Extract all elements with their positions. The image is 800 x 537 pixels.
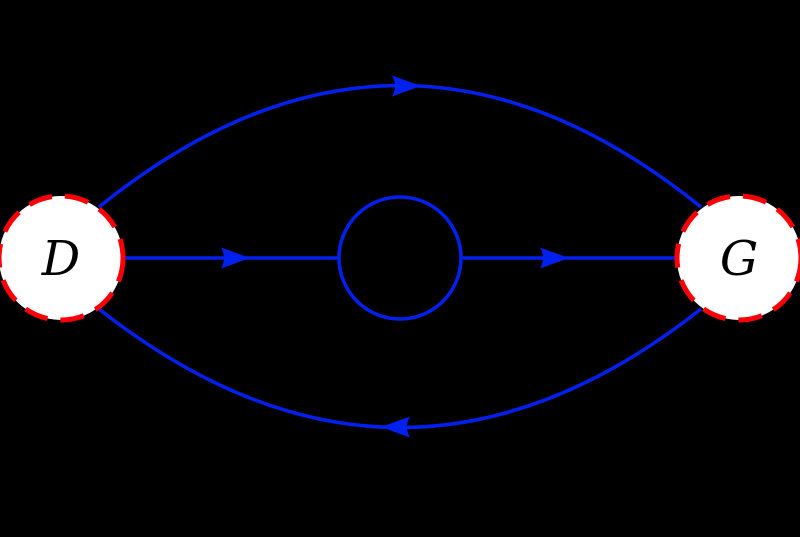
arrowhead-top-right-icon	[392, 75, 421, 97]
node-D: D	[0, 193, 126, 323]
node-G-circle	[674, 193, 800, 323]
node-D-label: D	[41, 231, 80, 287]
center-circle	[337, 195, 463, 321]
node-G-label: G	[720, 231, 758, 287]
arrowhead-middle-left-icon	[221, 247, 250, 269]
arrowhead-middle-right-icon	[540, 247, 569, 269]
node-G: G	[674, 193, 800, 323]
node-D-circle	[0, 193, 126, 323]
arrowhead-bottom-left-icon	[381, 416, 410, 438]
